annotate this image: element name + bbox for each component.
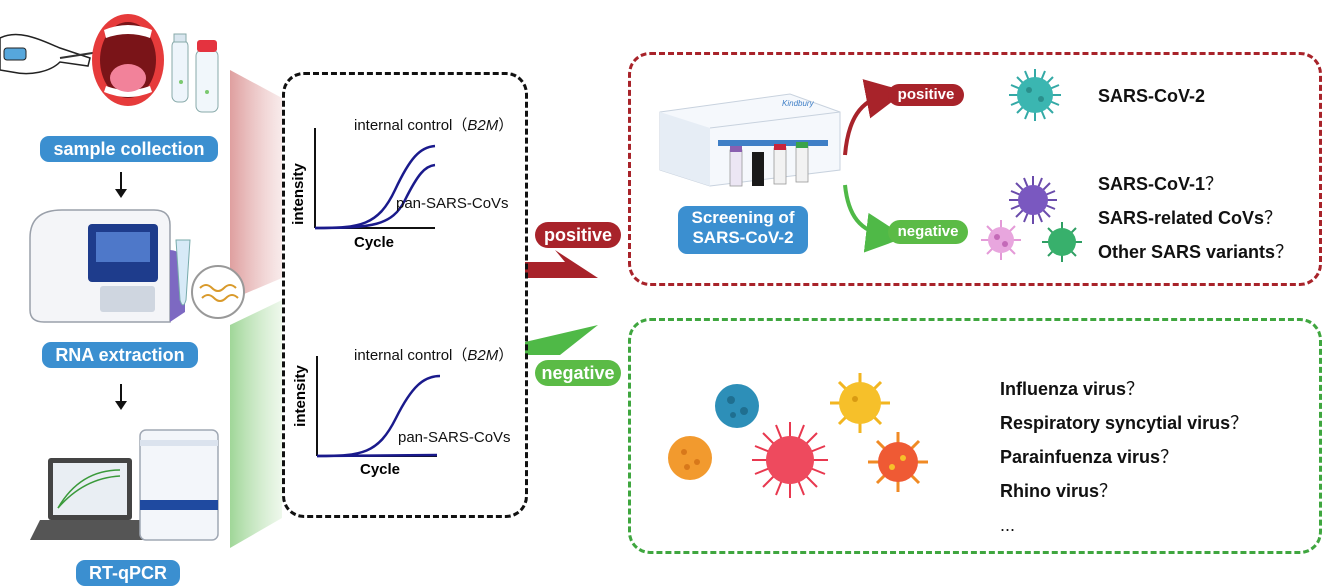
positive-branch-label: positive xyxy=(535,222,621,248)
qpcr-results-box xyxy=(282,72,528,518)
bottom-pan-sars-curve xyxy=(316,453,438,458)
screening-kit-illustration xyxy=(659,93,841,187)
blue-virus-icon xyxy=(715,384,759,428)
virus-item: Parainfuenza virus？ xyxy=(1000,447,1179,467)
yellow-virus-icon xyxy=(830,373,890,433)
green-funnel-shading xyxy=(230,300,282,548)
red-funnel-shading xyxy=(230,70,282,300)
positive-arrow xyxy=(525,250,598,278)
rna-extractor-illustration xyxy=(29,209,245,323)
top-positive-branch xyxy=(843,79,906,156)
top-pan-sars-label: pan-SARS-CoVs xyxy=(396,195,509,212)
arrow-to-rt-qpcr xyxy=(115,384,127,410)
other-viruses-list: Influenza virus？ Respiratory syncytial v… xyxy=(1000,379,1248,549)
positive-result: SARS-CoV-2 xyxy=(1098,86,1205,120)
kit-brand-label: Kindbury xyxy=(782,99,815,108)
virus-item: Respiratory syncytial virus？ xyxy=(1000,413,1249,433)
red-spiky-virus-icon xyxy=(752,422,828,498)
bottom-amplification-chart xyxy=(316,356,441,458)
screening-label: Screening of SARS-CoV-2 xyxy=(678,206,808,254)
positive-panel xyxy=(628,52,1322,286)
negative-panel xyxy=(628,318,1322,554)
top-chart-xlabel: Cycle xyxy=(354,234,394,251)
sars-related-cov-icon xyxy=(981,220,1021,260)
negative-results-list: SARS-CoV-1？ SARS-related CoVs？ Other SAR… xyxy=(1098,174,1293,276)
result-item: Other SARS variants？ xyxy=(1098,242,1294,262)
bottom-chart-ylabel: intensity xyxy=(292,365,309,427)
top-internal-control-label: internal control（B2M） xyxy=(354,117,513,134)
bottom-pan-sars-label: pan-SARS-CoVs xyxy=(398,429,511,446)
negative-branch-label: negative xyxy=(535,360,621,386)
sample-collection-label: sample collection xyxy=(40,136,218,162)
rna-extraction-label: RNA extraction xyxy=(42,342,198,368)
negative-arrow xyxy=(525,325,598,355)
rt-qpcr-label: RT-qPCR xyxy=(76,560,180,586)
top-pan-sars-curve xyxy=(314,163,436,230)
bottom-internal-control-label: internal control（B2M） xyxy=(354,347,513,364)
top-negative-label: negative xyxy=(888,220,968,244)
bottom-chart-xlabel: Cycle xyxy=(360,461,400,478)
red-orange-virus-icon xyxy=(868,432,928,492)
screening-line-2: SARS-CoV-2 xyxy=(692,227,794,247)
arrow-to-rna-extraction xyxy=(115,172,127,198)
virus-item: Rhino virus？ xyxy=(1000,481,1118,501)
sample-collection-illustration xyxy=(0,14,219,113)
rt-qpcr-illustration xyxy=(30,429,219,541)
ellipsis: ... xyxy=(1000,515,1016,535)
top-amplification-chart xyxy=(314,128,436,230)
virus-item: Influenza virus？ xyxy=(1000,379,1145,399)
positive-result-sars-cov-2: SARS-CoV-2 xyxy=(1098,86,1206,106)
result-item: SARS-related CoVs？ xyxy=(1098,208,1283,228)
top-negative-branch xyxy=(843,184,906,253)
sars-cov-2-icon xyxy=(1009,69,1061,121)
top-positive-label: positive xyxy=(888,84,964,106)
result-item: SARS-CoV-1？ xyxy=(1098,174,1224,194)
sars-variant-icon xyxy=(1042,222,1082,262)
top-chart-ylabel: intensity xyxy=(290,163,307,225)
orange-virus-icon xyxy=(668,436,712,480)
sars-cov-1-icon xyxy=(1009,176,1057,224)
screening-line-1: Screening of xyxy=(691,208,795,227)
